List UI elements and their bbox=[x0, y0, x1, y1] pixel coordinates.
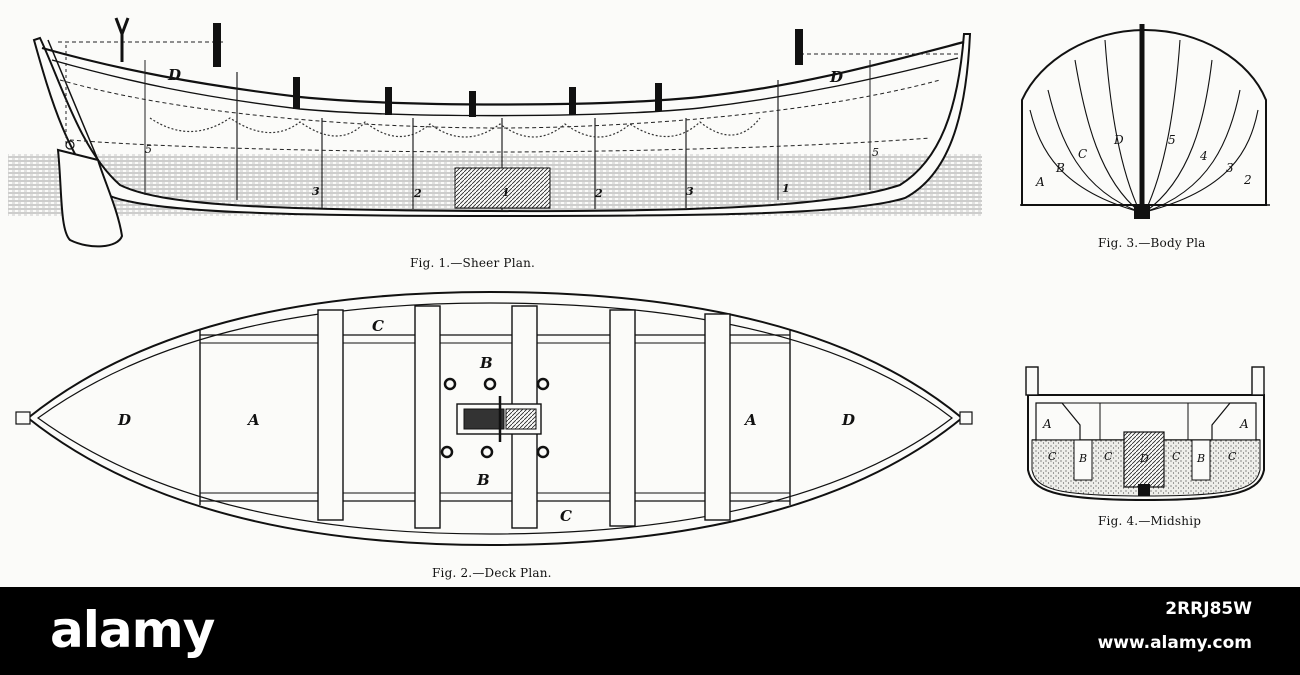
deck-label: B bbox=[476, 471, 490, 489]
body-label: B bbox=[1055, 161, 1065, 175]
sheer-label: 5 bbox=[872, 146, 879, 159]
body-plan-drawing: A B C D 5 4 3 2 bbox=[1020, 24, 1270, 219]
deck-label: D bbox=[841, 411, 855, 429]
sheer-label: D bbox=[167, 66, 181, 84]
rudder bbox=[56, 148, 124, 248]
body-label: 5 bbox=[1168, 133, 1176, 147]
sheer-label: D bbox=[829, 68, 843, 86]
midship-label: C bbox=[1172, 450, 1181, 463]
deck-label: C bbox=[560, 507, 572, 525]
sheer-label: 2 bbox=[594, 187, 603, 200]
midship-label: C bbox=[1048, 450, 1057, 463]
body-label: C bbox=[1078, 147, 1087, 161]
stock-url: www.alamy.com bbox=[1097, 633, 1252, 653]
fig4-caption: Fig. 4.—Midship bbox=[1098, 514, 1202, 528]
fig2-caption: Fig. 2.—Deck Plan. bbox=[432, 566, 552, 580]
body-label: A bbox=[1035, 175, 1045, 189]
deck-label: D bbox=[117, 411, 131, 429]
sheer-gunwale bbox=[41, 40, 965, 106]
lifeboat-drawings: D D 5 5 3 2 1 2 3 1 bbox=[8, 17, 1270, 547]
sheer-label: 3 bbox=[312, 185, 320, 198]
deck-plan-drawing: C B D A A D B C bbox=[15, 290, 973, 547]
image-id: 2RRJ85W bbox=[1165, 599, 1252, 619]
midship-label: A bbox=[1239, 417, 1249, 431]
sheer-plan-drawing: D D 5 5 3 2 1 2 3 1 bbox=[8, 17, 982, 248]
sheer-hull bbox=[32, 33, 972, 218]
midship-drawing: A A C B C D C B C bbox=[1025, 366, 1265, 502]
deck-label: B bbox=[479, 354, 493, 372]
stock-watermark-bar: alamy 2RRJ85W www.alamy.com bbox=[0, 587, 1300, 675]
body-label: 3 bbox=[1226, 161, 1234, 175]
midship-label: B bbox=[1196, 452, 1205, 465]
midship-label: C bbox=[1228, 450, 1237, 463]
body-label: 2 bbox=[1243, 173, 1252, 187]
midship-label: A bbox=[1042, 417, 1052, 431]
deck-label: A bbox=[743, 411, 757, 429]
body-label: D bbox=[1113, 133, 1124, 147]
engraving-plate: D D 5 5 3 2 1 2 3 1 bbox=[8, 17, 1270, 580]
sheer-label: 2 bbox=[413, 187, 422, 200]
deck-label: A bbox=[246, 411, 260, 429]
midship-label: D bbox=[1139, 452, 1149, 465]
sheer-label: 1 bbox=[782, 182, 790, 195]
sheer-label: 1 bbox=[502, 186, 510, 199]
fig3-caption: Fig. 3.—Body Pla bbox=[1098, 236, 1206, 250]
sheer-label: 5 bbox=[145, 143, 152, 156]
body-label: 4 bbox=[1199, 149, 1208, 163]
sheer-label: 3 bbox=[686, 185, 694, 198]
deck-label: C bbox=[372, 317, 384, 335]
alamy-logo: alamy bbox=[50, 601, 215, 659]
midship-label: C bbox=[1104, 450, 1113, 463]
midship-label: B bbox=[1078, 452, 1087, 465]
fig1-caption: Fig. 1.—Sheer Plan. bbox=[410, 256, 536, 270]
